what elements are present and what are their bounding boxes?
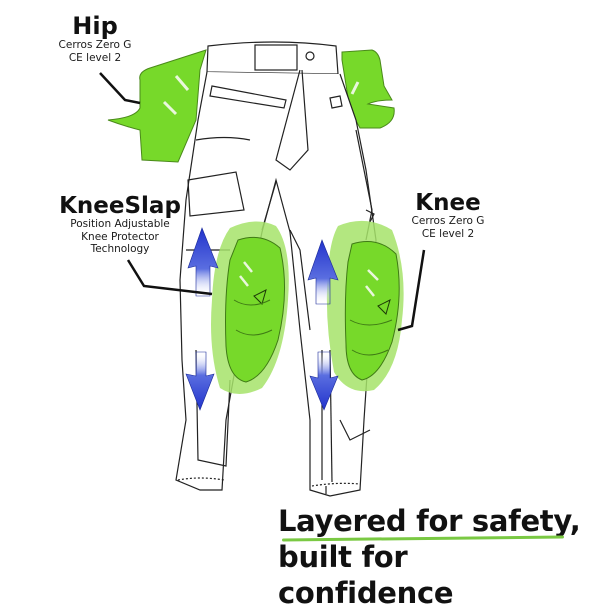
hip-subtitle-1: Cerros Zero G [58, 39, 132, 52]
kneeslap-label: KneeSlap Position Adjustable Knee Protec… [56, 194, 184, 256]
knee-label: Knee Cerros Zero G CE level 2 [398, 191, 498, 240]
knee-subtitle-2: CE level 2 [421, 227, 475, 240]
tagline-line-2: built for confidence [278, 540, 454, 610]
hip-title: Hip [72, 12, 118, 40]
knee-protector-left [211, 221, 289, 394]
leader-lines [99, 72, 426, 332]
kneeslap-subtitle-3: Technology [90, 243, 150, 256]
tagline-line-1: Layered for safety, [278, 504, 581, 538]
adjust-arrow-left [185, 227, 219, 411]
tagline: Layered for safety, built for confidence [278, 503, 588, 611]
kneeslap-title: KneeSlap [59, 193, 181, 219]
kneeslap-subtitle-1: Position Adjustable [70, 218, 170, 231]
hip-label: Hip Cerros Zero G CE level 2 [40, 12, 150, 64]
adjust-arrow-right [307, 239, 339, 411]
knee-protector-right [326, 220, 404, 392]
knee-subtitle-1: Cerros Zero G [411, 215, 485, 228]
kneeslap-subtitle-2: Knee Protector [81, 230, 159, 243]
hip-protector-right [341, 49, 395, 129]
hip-subtitle-2: CE level 2 [68, 51, 122, 64]
hip-protector-left [107, 49, 207, 163]
knee-title: Knee [415, 190, 481, 216]
